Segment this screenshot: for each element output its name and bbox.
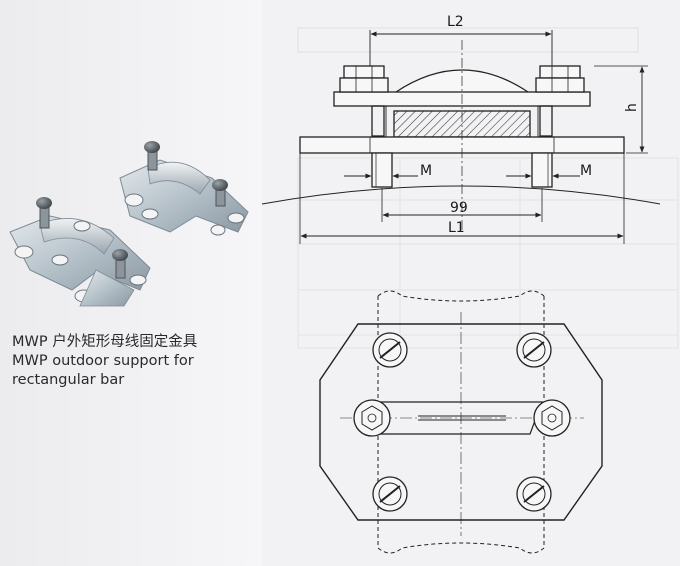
dimension-99-label: 99 [450,200,468,216]
slotted-bolt-top-right [516,332,552,368]
dimension-l1-label: L1 [448,220,465,236]
clamp-front [9,197,151,307]
product-caption: MWP 户外矩形母线固定金具 MWP outdoor support for r… [12,333,262,390]
slotted-bolt-bottom-right [516,476,552,512]
caption-line-english-2: rectangular bar [12,372,125,388]
slotted-bolt-top-left [372,332,408,368]
caption-line-english-1: MWP outdoor support for [12,353,194,369]
dimension-l2-label: L2 [447,14,464,30]
dimension-m-right-label: M [580,163,592,179]
product-photo-panel: MWP 户外矩形母线固定金具 MWP outdoor support for r… [0,0,262,566]
hex-nut-right [533,399,571,437]
side-view [261,30,661,244]
caption-line-chinese: MWP 户外矩形母线固定金具 [12,334,198,350]
slotted-bolt-bottom-left [372,476,408,512]
clamp-back [119,141,249,236]
hex-nut-left [353,399,391,437]
background-ghost-table [297,27,679,349]
dimension-h-label: h [624,103,640,112]
product-photo [9,141,249,307]
dimension-m-left-label: M [420,163,432,179]
